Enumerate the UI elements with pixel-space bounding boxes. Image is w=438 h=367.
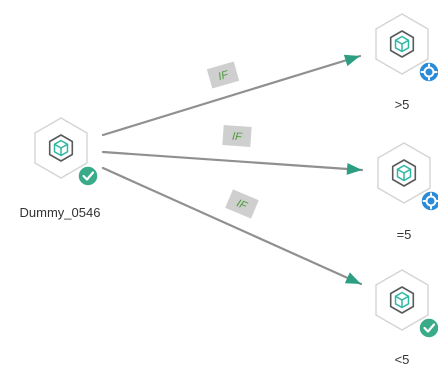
edge-line[interactable]: [101, 54, 362, 137]
cube-icon: [391, 159, 417, 187]
node-lt[interactable]: [375, 269, 438, 339]
edge-condition-tag[interactable]: IF: [225, 189, 259, 219]
success-check-icon: [418, 317, 438, 339]
node-gt[interactable]: [375, 13, 438, 83]
running-spinner-icon: [420, 190, 438, 212]
node-label-lt-5[interactable]: <5: [394, 352, 410, 367]
node-label-dummy-0546[interactable]: Dummy_0546: [19, 205, 101, 220]
node-source[interactable]: [34, 117, 99, 187]
edge-condition-tag[interactable]: IF: [222, 125, 252, 147]
tag-background: [225, 189, 259, 219]
tag-background: [206, 61, 240, 89]
node-label-eq-5[interactable]: =5: [396, 227, 412, 242]
edge-condition-tag[interactable]: IF: [206, 61, 240, 89]
edge-line[interactable]: [101, 150, 364, 172]
edges-layer: IF IF IF: [101, 54, 364, 286]
tag-background: [222, 125, 252, 147]
nodes-layer: [34, 13, 438, 339]
cube-icon: [389, 286, 415, 314]
edge-line[interactable]: [101, 166, 363, 286]
running-spinner-icon: [418, 61, 438, 83]
node-label-gt-5[interactable]: >5: [394, 97, 410, 112]
arrowhead-icon: [343, 54, 360, 67]
node-eq[interactable]: [377, 142, 438, 212]
edge-condition-label: IF: [232, 131, 244, 144]
cube-icon: [389, 30, 415, 58]
success-check-icon: [77, 165, 99, 187]
edge-source-to-lt[interactable]: IF: [101, 166, 363, 286]
edge-source-to-eq[interactable]: IF: [101, 125, 364, 175]
arrowhead-icon: [346, 163, 362, 175]
arrowhead-icon: [344, 272, 361, 284]
cube-icon: [48, 134, 74, 162]
edge-source-to-gt[interactable]: IF: [101, 54, 362, 137]
